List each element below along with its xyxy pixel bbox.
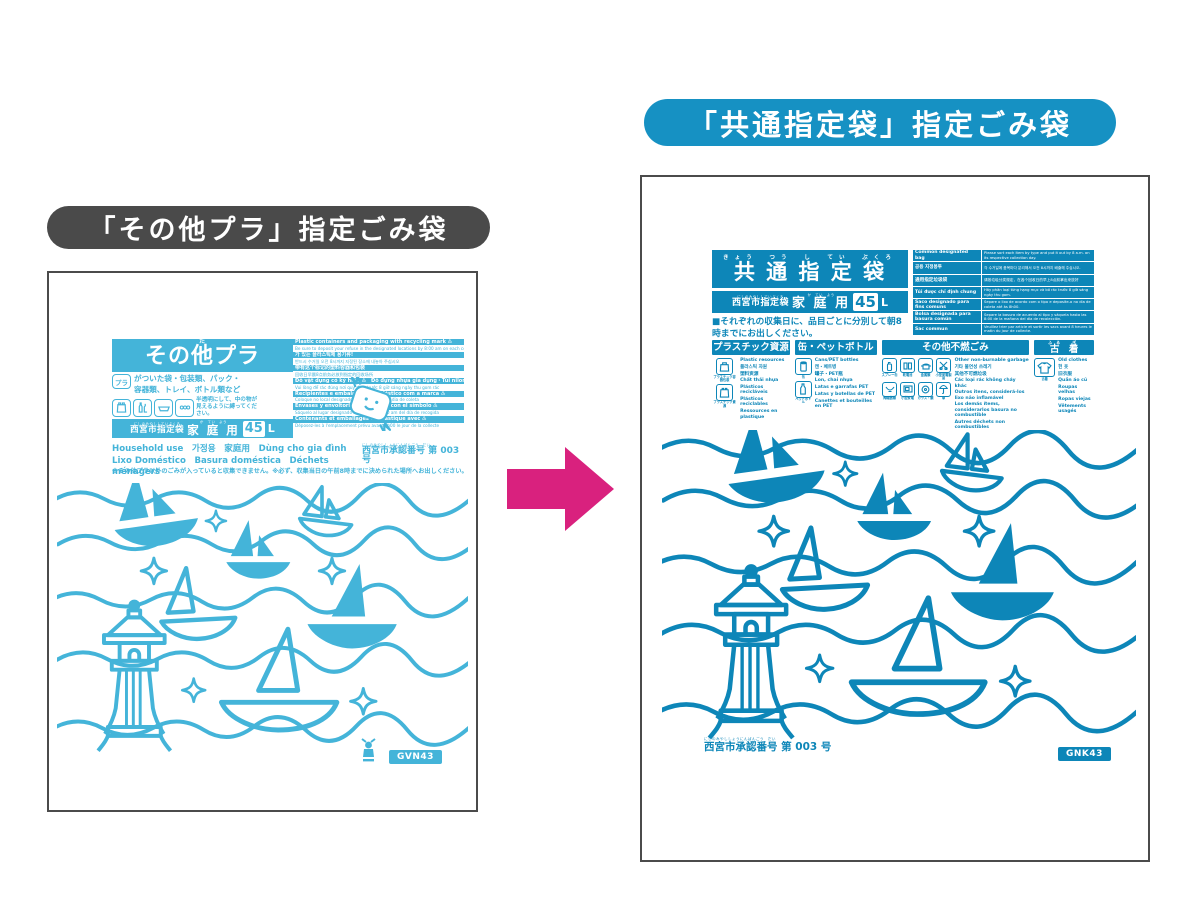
pet-bottle-icon [794, 380, 812, 398]
sailboat [848, 595, 988, 717]
otherpla-header: その他たプラ プラ がついた袋・包装類、パック・容器類、トレイ、ボトル類など [112, 338, 464, 439]
category-plastic-resources: プラスチック資源 プラスチック容器包装 プラスチック資源 Plastic res… [712, 340, 790, 420]
plastic-bag-icon [716, 383, 734, 401]
metal-pot-icon [918, 358, 934, 373]
sailboat [307, 564, 397, 649]
bottles-icon [133, 398, 152, 417]
sailboat [114, 483, 198, 547]
sailboat [159, 565, 238, 642]
glass-mirror-icon [918, 381, 934, 397]
approval-number: にしのみやししょうにんばんごう だい西宮市承認番号 第 003 号 [362, 443, 460, 466]
lang-row: 반드시 수거일 오전 8시까지 지정된 장소에 내놓아 주십시오 [295, 358, 400, 364]
otherpla-designation-bar: にしのみやししていぶくろ西宮市指定袋 か てい よう家 庭 用 45 L [112, 419, 293, 439]
sparkle [139, 509, 378, 716]
sorting-instruction: ■それぞれの収集日に、品目ごとに分別して朝8時までにお出しください。 [712, 317, 902, 340]
spray-can-icon [882, 358, 898, 373]
household-use-row: Household use 가정용 家庭用 Dùng cho gia đình … [112, 443, 464, 479]
blister-pack-icon [175, 398, 194, 417]
plastic-container-icon [716, 358, 734, 375]
left-bag-label: 「その他プラ」指定ごみ袋 [47, 206, 490, 249]
sailboat [297, 484, 354, 538]
size-45-badge: 45 [853, 293, 878, 312]
otherpla-subtitle-row: プラ がついた袋・包装類、パック・容器類、トレイ、ボトル類など [112, 372, 244, 396]
otherpla-item-icons: 半透明にして、中の物が見えるように縛ってください。 [112, 396, 293, 419]
common-title: 共 通 指 定 袋 [733, 260, 887, 284]
sailboat [939, 432, 1004, 493]
common-header: きょう つう し てい ぶくろ 共 通 指 定 袋 にしのみやししていぶくろ西宮… [712, 250, 1094, 341]
common-title-furigana: きょう つう し てい ぶくろ [723, 255, 897, 261]
sailboat [950, 523, 1054, 621]
lang-table-row: 通用指定垃圾袋请按垃圾分类规定，在各个回收日的早上8点前拿出来放好 [913, 274, 1094, 286]
plastic-bag-icon [112, 398, 131, 417]
lang-row: 回收日早晨8点前务必放到指定的回收场所 [295, 371, 374, 377]
lang-row: Plastic containers and packaging with re… [293, 339, 464, 346]
common-title-block: きょう つう し てい ぶくろ 共 通 指 定 袋 [712, 250, 908, 289]
pura-recycling-mark-icon: プラ [112, 374, 131, 389]
sparkle [757, 460, 1032, 698]
right-arrow-icon [507, 447, 614, 531]
common-bag: きょう つう し てい ぶくろ 共 通 指 定 袋 にしのみやししていぶくろ西宮… [640, 175, 1150, 862]
size-unit: L [880, 295, 888, 309]
sailboat [226, 520, 291, 579]
sailboat [728, 430, 825, 503]
designation-prefix: 西宮市指定袋 [732, 298, 790, 309]
otherpla-bag: その他たプラ プラ がついた袋・包装類、パック・容器類、トレイ、ボトル類など [47, 271, 478, 812]
right-bag-label: 「共通指定袋」指定ごみ袋 [644, 99, 1116, 146]
umbrella-icon [936, 381, 952, 397]
plastic-wrap-character-illustration [343, 373, 401, 435]
category-non-burnable: その他不燃ごみ スプレー缶 乾電池 金属類 小型家電製品 陶磁器類 小型家電 ガ… [881, 340, 1030, 431]
battery-icon [900, 358, 916, 373]
bag-code-badge: GNK43 [1058, 747, 1111, 761]
household-use-translations: Household use 가정용 家庭用 Dùng cho gia đình … [112, 444, 347, 478]
sailboat [857, 472, 932, 540]
lang-row: Déposez-les à l'emplacement prévu avant … [295, 423, 440, 429]
approval-number: にしのみやししょうにんばんごう だい西宮市承認番号 第 003 号 [704, 737, 832, 753]
lang-row: 带有这个标记的塑料容器和包装 [293, 364, 464, 372]
sweater-icon [1034, 358, 1056, 377]
city-mascot-icon [360, 737, 377, 767]
common-designation-bar: にしのみやししていぶくろ西宮市指定袋 か てい よう家 庭 用 45 L [712, 291, 908, 314]
otherpla-title: その他たプラ [112, 338, 293, 372]
lang-row: Đồ vật dụng có ký hiệu ♳ Đồ đựng nhựa gi… [293, 377, 464, 384]
lighthouse [707, 564, 795, 740]
ceramic-bowl-icon [882, 381, 898, 397]
bind-instruction-note: 半透明にして、中の物が見えるように縛ってください。 [196, 396, 258, 418]
bag-code-badge: GVN43 [389, 750, 442, 764]
small-appliance-icon [900, 381, 916, 397]
household-use-label: 家 庭 用 [792, 296, 851, 312]
lighthouse [96, 599, 173, 752]
category-old-clothes: ふる ぎ 古 着 古着 Old clothes 헌 옷 旧衣服 Quần áo … [1034, 340, 1094, 436]
household-use-label: 家 庭 用 [187, 422, 240, 437]
common-header-left: きょう つう し てい ぶくろ 共 通 指 定 袋 にしのみやししていぶくろ西宮… [712, 250, 908, 341]
scissors-icon [936, 358, 952, 373]
tray-icon [154, 398, 173, 417]
size-unit: L [267, 422, 275, 436]
sea-pattern [57, 483, 468, 809]
designation-prefix: 西宮市指定袋 [130, 425, 185, 436]
size-45-badge: 45 [242, 420, 265, 437]
sea-pattern [662, 430, 1136, 805]
sailboat [779, 525, 871, 612]
sailboat [218, 626, 340, 733]
caution-note: ※その他プラ以外のごみが入っていると収集できません。※必ず、収集当日の午前8時ま… [112, 468, 468, 475]
otherpla-header-left: その他たプラ プラ がついた袋・包装類、パック・容器類、トレイ、ボトル類など [112, 338, 392, 439]
waste-categories: プラスチック資源 プラスチック容器包装 プラスチック資源 Plastic res… [712, 340, 1094, 436]
category-cans-pet: 缶・ペットボトル 缶 ペットボトル Cans/PET bottles 캔・페트병… [794, 340, 877, 409]
can-icon [794, 358, 812, 375]
lang-row: 가 있는 플라스틱제 용기류! [293, 351, 464, 359]
otherpla-subtitle: がついた袋・包装類、パック・容器類、トレイ、ボトル類など [134, 374, 241, 394]
lang-row: Be sure to deposit your refuse in the de… [295, 345, 464, 351]
